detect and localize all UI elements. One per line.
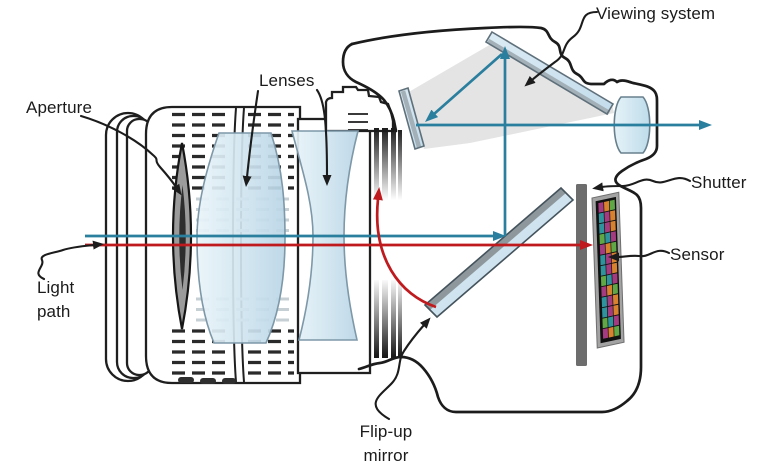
label-flip-up-mirror: Flip-up mirror xyxy=(359,422,413,461)
label-lenses: Lenses xyxy=(259,71,315,90)
flip-up-mirror-leader xyxy=(374,317,431,421)
mirror-flip-arc xyxy=(372,187,437,309)
camera-body-outline xyxy=(341,25,659,414)
viewfinder-light-path xyxy=(85,46,712,241)
sensor-leader xyxy=(608,249,671,262)
shutter-leader xyxy=(592,177,692,192)
mount-flange-steps xyxy=(324,85,395,133)
label-sensor: Sensor xyxy=(670,245,725,264)
sensor-mosaic xyxy=(598,199,620,339)
viewfinder-beam xyxy=(407,40,614,149)
pentaprism-side-mirror xyxy=(398,86,425,151)
light-path-leader xyxy=(37,240,104,281)
label-light-path: Light path xyxy=(37,278,75,321)
flip-up-mirror-glass xyxy=(423,186,575,319)
label-leaders xyxy=(37,10,692,421)
sensor-light-path xyxy=(85,187,593,309)
lenses-leader-left xyxy=(242,89,260,187)
label-shutter: Shutter xyxy=(691,173,747,192)
image-sensor xyxy=(591,191,625,349)
barrel-feet xyxy=(178,377,236,384)
shutter-curtain xyxy=(576,184,587,366)
aperture-leader xyxy=(79,114,182,196)
lenses-leader-right xyxy=(315,88,332,186)
light-ray-prism-diagonal xyxy=(425,52,503,122)
viewing-system-leader xyxy=(524,10,599,87)
label-aperture: Aperture xyxy=(26,98,93,117)
lens-mount-bars xyxy=(374,128,402,358)
lens-element-biconvex xyxy=(196,132,286,344)
label-viewing-system: Viewing system xyxy=(596,4,716,23)
